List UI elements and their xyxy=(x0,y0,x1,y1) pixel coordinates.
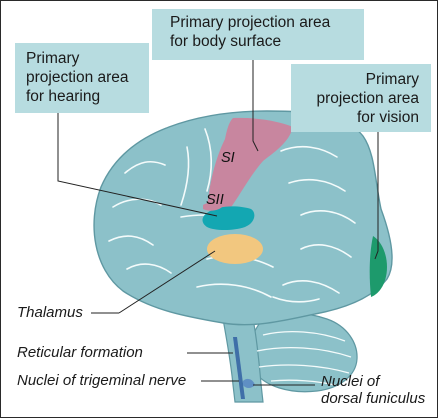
label-reticular-formation: Reticular formation xyxy=(17,344,143,361)
label-trigeminal-nuclei: Nuclei of trigeminal nerve xyxy=(17,372,186,389)
callout-body-surface-line1: Primary projection area xyxy=(170,13,364,32)
callout-hearing-line1: Primary xyxy=(26,49,149,68)
callout-hearing-line3: for hearing xyxy=(26,87,149,106)
callout-vision-line3: for vision xyxy=(291,108,419,127)
label-s2: SII xyxy=(206,192,224,208)
label-s1: SI xyxy=(221,150,235,166)
label-thalamus: Thalamus xyxy=(17,304,83,321)
callout-body-surface: Primary projection area for body surface xyxy=(152,9,364,60)
callout-vision: Primary projection area for vision xyxy=(291,64,431,132)
callout-hearing: Primary projection area for hearing xyxy=(15,43,149,113)
callout-vision-line1: Primary xyxy=(291,70,419,89)
label-dorsal-funiculus-line2: dorsal funiculus xyxy=(321,390,425,407)
thalamus xyxy=(207,234,263,264)
label-dorsal-funiculus-nuclei: Nuclei of dorsal funiculus xyxy=(321,373,425,407)
label-dorsal-funiculus-line1: Nuclei of xyxy=(321,373,425,390)
callout-vision-line2: projection area xyxy=(291,89,419,108)
callout-body-surface-line2: for body surface xyxy=(170,32,364,51)
callout-hearing-line2: projection area xyxy=(26,68,149,87)
